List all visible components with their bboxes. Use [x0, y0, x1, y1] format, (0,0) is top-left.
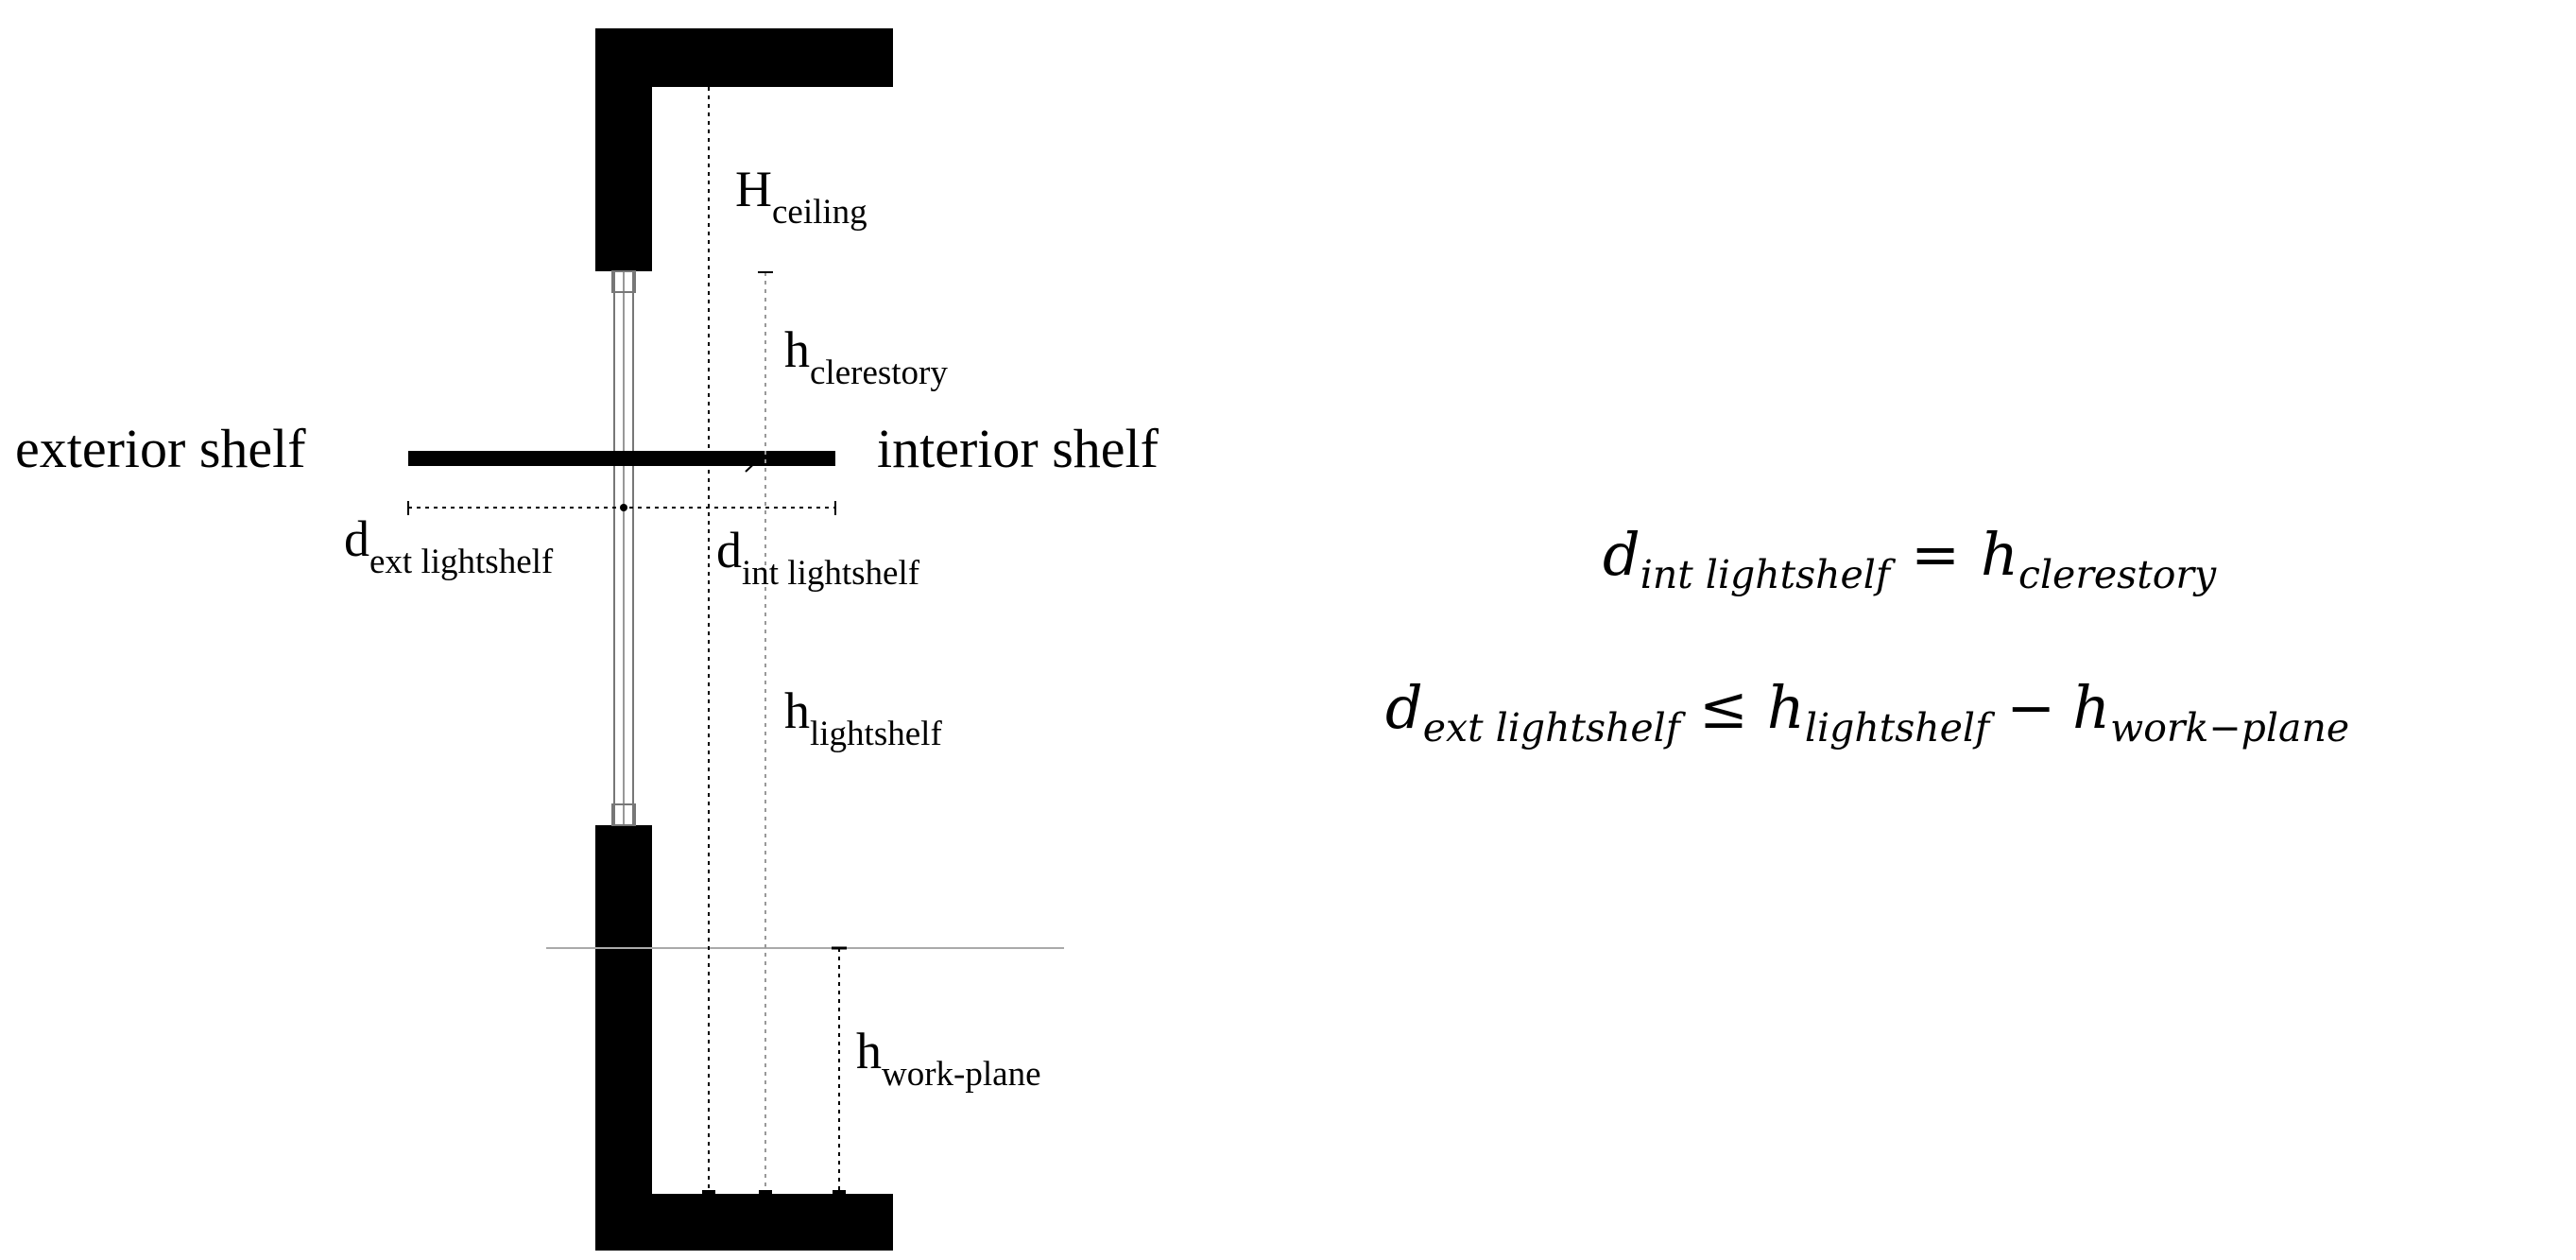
dimension-feet [702, 1190, 846, 1194]
h-lightshelf-label: hlightshelf [784, 682, 942, 753]
ceiling-wall [595, 28, 893, 271]
d-shelf-dimension [407, 501, 836, 515]
light-shelf [408, 451, 835, 466]
d-ext-lightshelf-label: dext lightshelf [344, 510, 554, 581]
d-int-lightshelf-label: dint lightshelf [716, 522, 920, 593]
exterior-shelf-label: exterior shelf [15, 418, 306, 479]
window-glazing [611, 270, 636, 826]
equation-exterior-shelf: dext lightshelf≤hlightshelf−hwork−plane [1385, 673, 2349, 751]
h-work-plane-label: hwork-plane [856, 1023, 1041, 1094]
shelf-tick [745, 455, 764, 473]
interior-shelf-label: interior shelf [877, 418, 1159, 479]
h-clerestory-label: hclerestory [784, 321, 948, 392]
floor-wall [595, 825, 893, 1251]
h-ceiling-label: Hceiling [735, 161, 867, 232]
equation-interior-shelf: dint lightshelf=hclerestory [1603, 520, 2217, 597]
